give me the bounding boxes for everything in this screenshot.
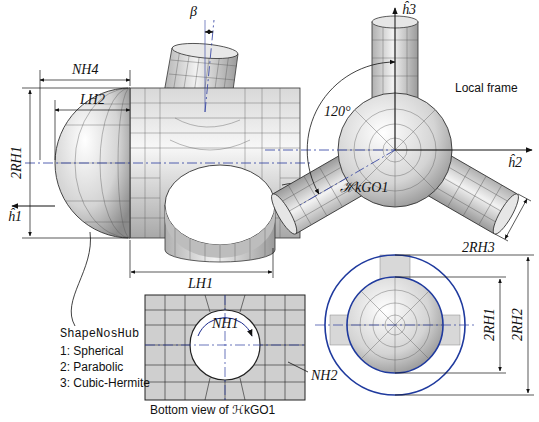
option-text: 3: Cubic-Hermite [60,377,150,390]
dimension-label: 2RH2 [509,309,524,342]
option-text: 2: Parabolic [60,361,123,374]
dimension-label: 2RH1 [8,147,23,180]
dimension-label: 2RH1 [481,309,496,342]
frame-label: Local frame [455,82,518,95]
parameter-name: ShapeNosHub [60,328,139,341]
dimension-label: LH2 [80,92,105,107]
axis-label: ĥ2 [508,155,522,170]
dimension-label: NH1 [212,316,238,331]
part-label: ℋkGO1 [340,180,388,195]
axis-label: ĥ3 [402,2,416,17]
angle-label: 120° [324,104,351,119]
angle-label: β [190,4,197,19]
dimension-label: NH2 [311,368,337,383]
option-text: 1: Spherical [60,345,123,358]
dimension-label: 2RH3 [462,240,495,255]
axis-label: ĥ1 [8,209,22,224]
dimension-label: LH1 [188,276,213,291]
view-caption: Bottom view of ℋkGO1 [150,404,275,417]
dimension-label: NH4 [72,62,98,77]
